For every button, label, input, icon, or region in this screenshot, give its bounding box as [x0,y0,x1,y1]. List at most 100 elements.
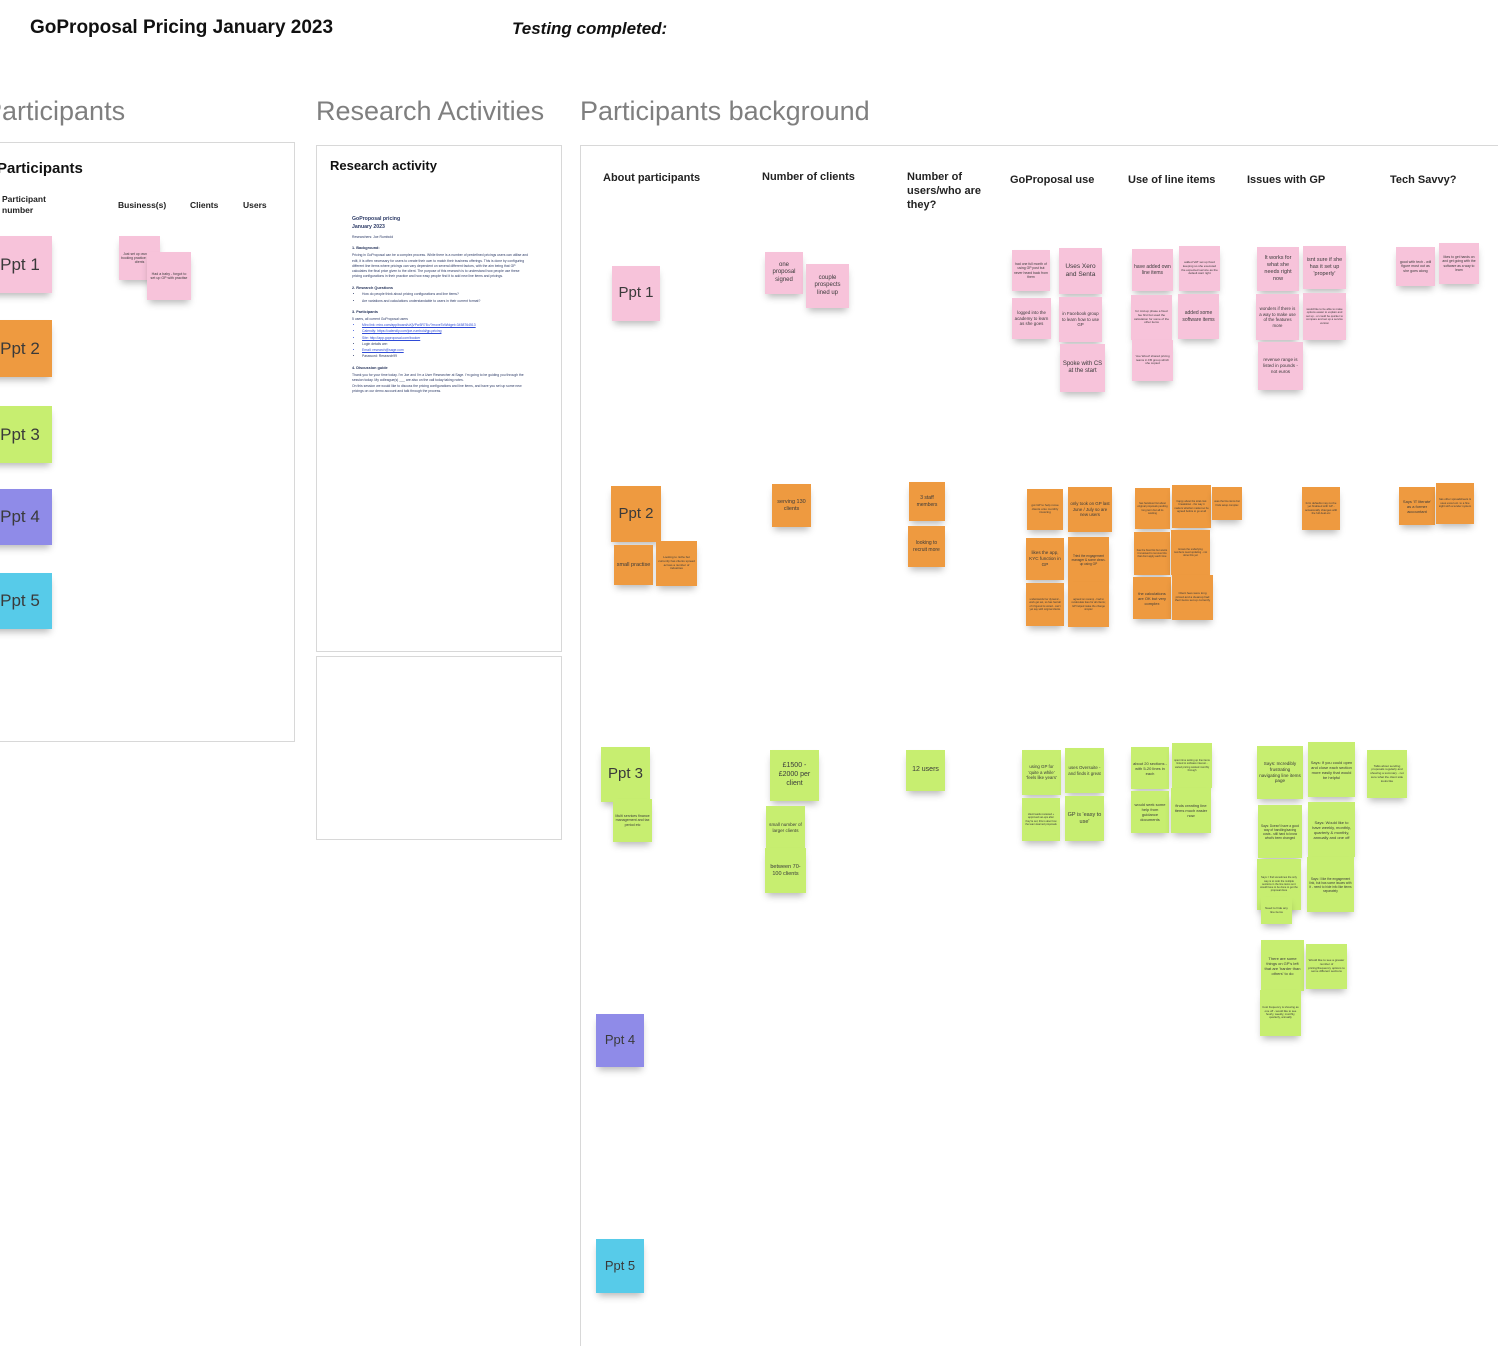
sticky-note-ppt5-participant-label[interactable]: Ppt 5 [0,573,52,629]
sticky-note-ppt1-participant-label[interactable]: Ppt 1 [0,236,52,293]
sticky-note-ppt1-issues[interactable]: It works for what she needs right now [1257,247,1299,291]
sticky-note-ppt3-issues[interactable]: Cost frequency is showing as one off - w… [1260,990,1301,1036]
sticky-note-ppt3-gp-use[interactable]: using GP for 'quite a while' 'feels like… [1022,750,1061,795]
sticky-note-ppt2-tech[interactable]: Says 'IT literate' as a former accountan… [1399,487,1435,525]
sticky-note-ppt1-gp-use[interactable]: had one full month of using GP post but … [1012,250,1050,291]
sticky-note-ppt1-issues[interactable]: revenue range is listed in pounds - not … [1258,342,1303,390]
sticky-note-ppt3-clients[interactable]: between 70-100 clients [765,848,806,893]
board-title[interactable]: GoProposal Pricing January 2023 [30,17,334,38]
column-header[interactable]: Business(s) [118,200,167,210]
doc-paragraph: Researchers: Joe Rumbold [352,235,394,240]
sticky-note-ppt3-gp-use[interactable]: uses Oversuite - and finds it great [1065,748,1104,793]
sticky-note-ppt4-about[interactable]: Ppt 4 [596,1014,644,1067]
sticky-note-ppt3-clients[interactable]: small number of larger clients [766,806,805,849]
sticky-note-ppt1-line-items[interactable]: have added own line items [1132,249,1173,291]
sticky-note-ppt3-gp-use[interactable]: GP is 'easy to use' [1065,796,1104,841]
sticky-note-ppt1-business[interactable]: Had a baby - forgot to set up GP with pr… [147,252,191,300]
sticky-note-ppt2-participant-label[interactable]: Ppt 2 [0,320,52,377]
column-header[interactable]: Number of clients [762,171,855,183]
sticky-note-ppt1-gp-use[interactable]: logged into the academy to learn as she … [1012,298,1051,339]
column-header[interactable]: Tech Savvy? [1390,174,1457,186]
sticky-note-ppt1-tech[interactable]: likes to get hands on and get going with… [1439,243,1479,284]
sticky-note-ppt2-about[interactable]: Looking to niche but currently has clien… [656,541,697,586]
column-header[interactable]: Users [243,200,267,210]
sticky-note-ppt2-line-items[interactable]: has the fixed list but wants it reviewed… [1134,532,1170,575]
sticky-note-ppt2-issues[interactable]: form defaults may not be yet finalised w… [1302,487,1340,530]
sticky-note-ppt2-line-items[interactable]: Client fees were long priced and a clean… [1172,575,1213,620]
sticky-note-ppt1-line-items[interactable]: 'Joe Wood' shared pricing teams in FB gr… [1132,340,1173,381]
sticky-note-ppt2-tech[interactable]: has other spreadsheets & uses excel etc.… [1436,483,1474,524]
sticky-note-ppt2-line-items[interactable]: the calculations are OK but very complex [1133,577,1171,619]
sticky-note-ppt2-users[interactable]: 3 staff members [909,482,945,521]
sticky-note-ppt3-issues[interactable]: Says: If you could open and close each s… [1308,742,1355,797]
sticky-note-ppt3-clients[interactable]: £1500 - £2000 per client [770,750,819,801]
sticky-note-ppt1-line-items[interactable]: added some software items [1178,294,1219,339]
sticky-note-ppt1-issues[interactable]: isnt sure if she has it set up 'properly… [1303,246,1346,289]
column-header[interactable]: Number of users/who are they? [907,171,981,211]
sticky-note-ppt3-issues[interactable]: There are some things on GP's left that … [1261,940,1304,991]
sticky-note-ppt3-issues[interactable]: Says: Incredibly frustrating navigating … [1257,746,1303,799]
sticky-note-ppt1-gp-use[interactable]: Spoke with CS at the start [1060,344,1105,392]
sticky-note-ppt2-about[interactable]: Ppt 2 [611,486,661,542]
sticky-note-ppt2-about[interactable]: small practise [614,545,653,585]
section-title-participants-background[interactable]: Participants background [580,96,870,126]
sticky-note-ppt3-participant-label[interactable]: Ppt 3 [0,406,52,463]
participants-frame-title[interactable]: Participants [0,160,83,177]
sticky-note-ppt2-users[interactable]: looking to recruit more [908,526,945,567]
sticky-note-ppt2-line-items[interactable]: uses the line items but finds setup comp… [1212,487,1242,520]
sticky-note-ppt5-about[interactable]: Ppt 5 [596,1239,644,1293]
sticky-note-ppt2-gp-use[interactable]: got GP to help move clients onto monthly… [1027,489,1063,530]
sticky-note-ppt4-participant-label[interactable]: Ppt 4 [0,489,52,545]
testing-completed-label[interactable]: Testing completed: [512,19,668,38]
sticky-note-ppt3-line-items[interactable]: finds creating line items much easier no… [1171,788,1211,833]
sticky-note-ppt1-gp-use[interactable]: Uses Xero and Senta [1059,248,1102,294]
recordings-frame[interactable] [316,656,562,840]
column-header[interactable]: GoProposal use [1010,174,1095,186]
sticky-note-ppt1-tech[interactable]: good with tech - will figure most out as… [1396,247,1435,286]
sticky-note-ppt3-users[interactable]: 12 users [906,750,945,791]
sticky-note-ppt3-gp-use[interactable]: client leads reviewed + approved set-ups… [1022,798,1060,841]
column-header[interactable]: Issues with GP [1247,174,1326,186]
sticky-note-ppt2-gp-use[interactable]: likes the app, KYC function in GP [1026,538,1064,580]
sticky-note-ppt3-issues[interactable]: Need to hide any line items [1261,897,1292,924]
column-header[interactable]: About participants [603,172,701,184]
sticky-note-ppt3-issues[interactable]: Says: I like the engagement link, but ha… [1307,857,1354,912]
column-header[interactable]: Clients [190,200,219,210]
sticky-note-ppt2-gp-use[interactable]: understands her dynamic - work get set, … [1026,583,1064,626]
doc-list-item: Login details are: [362,342,530,347]
sticky-note-ppt1-about[interactable]: Ppt 1 [612,266,660,321]
sticky-note-ppt2-line-items[interactable]: happy about the total cost breakdown - t… [1172,485,1211,528]
column-header[interactable]: Participant number [2,194,46,215]
sticky-note-ppt2-clients[interactable]: serving 130 clients [772,484,811,527]
sticky-note-ppt1-issues[interactable]: wonders if there is a way to make use of… [1256,294,1299,340]
sticky-note-ppt2-line-items[interactable]: has handover list about original proposa… [1135,488,1170,529]
research-activity-frame[interactable] [316,145,562,652]
sticky-note-ppt3-issues[interactable]: Says: Doesn't have a good way of handlin… [1258,805,1302,858]
sticky-note-ppt2-line-items[interactable]: knows the underlying numbers need updati… [1171,530,1210,575]
sticky-note-ppt3-about[interactable]: Multi services finance management and ta… [613,799,652,842]
sticky-note-ppt1-gp-use[interactable]: in Facebook group to learn how to use GP [1059,297,1102,342]
sticky-note-ppt2-gp-use[interactable]: only took on GP last June / July so are … [1068,487,1112,532]
section-title-participants[interactable]: Participants [0,96,126,126]
doc-paragraph: 5 users, all current GoProposal users [352,316,408,321]
sticky-note-ppt2-gp-use[interactable]: Tried the engagement manager & some clea… [1068,537,1109,582]
sticky-note-ppt1-line-items[interactable]: added VAT set up fixed keeping so she ex… [1179,246,1220,291]
sticky-note-ppt3-issues[interactable]: Would like to see a greater number of pr… [1306,944,1347,989]
sticky-note-ppt2-gp-use[interactable]: agreed on revamp - had to recalculate fe… [1068,582,1109,627]
sticky-note-ppt1-line-items[interactable]: for mid-up phase a fixed fee first but u… [1131,295,1172,340]
sticky-note-ppt1-clients[interactable]: one proposal signed [765,252,803,294]
column-header[interactable]: Use of line items [1128,174,1216,186]
sticky-note-ppt3-line-items[interactable]: about 20 sections - with 5-20 lines in e… [1131,747,1169,789]
sticky-note-ppt3-issues[interactable]: Says: Would like to have weekly, monthly… [1308,802,1355,857]
section-title-research-activities[interactable]: Research Activities [316,96,545,126]
sticky-note-ppt3-line-items[interactable]: spent time setting up line items linked … [1172,743,1212,788]
sticky-note-ppt3-about[interactable]: Ppt 3 [601,747,650,802]
sticky-note-ppt3-line-items[interactable]: would seek some help from guidance docum… [1131,791,1169,833]
research-activity-frame-title[interactable]: Research activity [330,158,437,173]
sticky-note-ppt1-issues[interactable]: would like to be able to make options ea… [1303,293,1346,340]
sticky-note-ppt1-clients[interactable]: couple prospects lined up [806,264,849,308]
sticky-note-ppt3-tech[interactable]: Talks about sending proposals regularly … [1367,750,1407,798]
doc-list-item: Are variations and calculations understa… [362,299,530,304]
